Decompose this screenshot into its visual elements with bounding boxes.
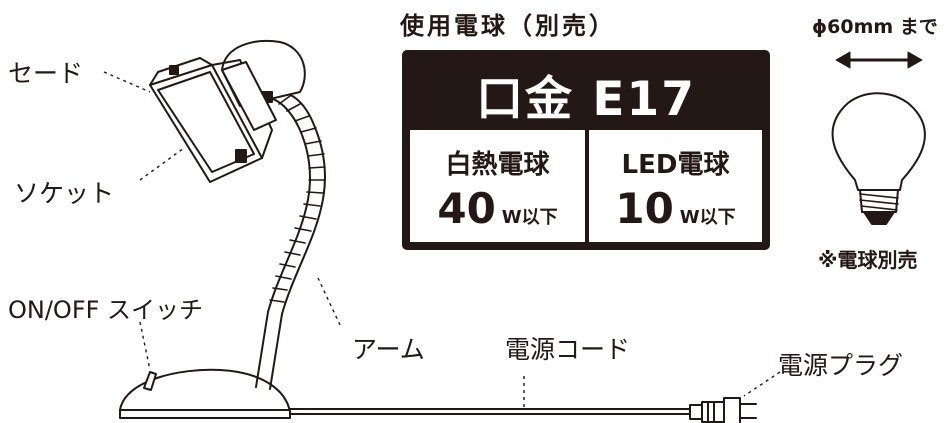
bulb-icon xyxy=(831,92,926,225)
bulb-note: ※電球別売 xyxy=(818,248,918,272)
led-value: 10 xyxy=(615,184,674,233)
incandescent-value: 40 xyxy=(437,184,496,233)
switch-knob xyxy=(143,371,157,391)
label-shade: セード xyxy=(8,59,84,88)
spec-title: 使用電球（別売） xyxy=(400,12,616,40)
power-plug xyxy=(689,397,757,423)
label-cord: 電源コード xyxy=(505,335,631,364)
bulb-diameter-label: ϕ60mm まで xyxy=(812,16,938,38)
power-cord xyxy=(271,408,691,415)
label-switch: ON/OFF スイッチ xyxy=(8,296,204,324)
label-arm: アーム xyxy=(352,335,425,364)
base-type-label: 口金 E17 xyxy=(476,72,696,127)
led-type: LED電球 xyxy=(621,150,730,180)
label-socket: ソケット xyxy=(14,179,115,208)
lamp-base xyxy=(119,368,291,419)
arm-gooseneck xyxy=(267,91,326,315)
label-plug: 電源プラグ xyxy=(778,351,904,380)
diameter-arrow xyxy=(835,51,923,69)
led-unit: W以下 xyxy=(679,207,736,228)
incandescent-unit: W以下 xyxy=(501,207,558,228)
leader-lines xyxy=(103,71,781,408)
socket xyxy=(221,61,277,131)
incandescent-type: 白熱電球 xyxy=(445,150,550,180)
base-type: 口金 E17 xyxy=(402,50,770,128)
arm-straight xyxy=(255,311,283,390)
